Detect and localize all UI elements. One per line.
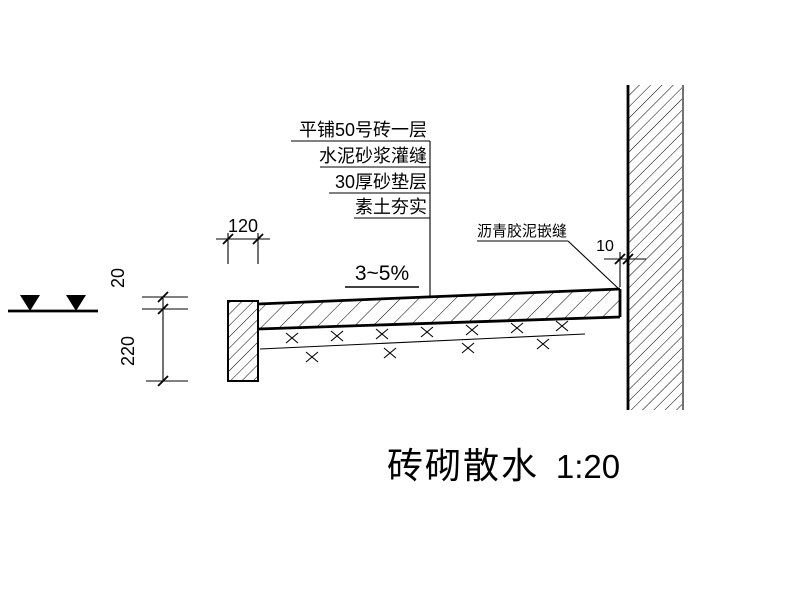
drawing-title-block: 砖砌散水 1:20 (387, 445, 620, 486)
callout-brick-layer: 平铺50号砖一层 (299, 120, 427, 140)
layer-callouts: 平铺50号砖一层 水泥砂浆灌缝 30厚砂垫层 素土夯实 (291, 120, 431, 297)
wall-hatch (629, 85, 682, 410)
apron-bottom-line (257, 315, 621, 331)
apron-top-line (257, 287, 621, 306)
callout-mortar-joint: 水泥砂浆灌缝 (319, 146, 427, 166)
callout-compacted-soil: 素土夯实 (355, 197, 427, 217)
dim-value-10: 10 (596, 238, 614, 255)
dim-tick (157, 375, 169, 387)
dim-tick (222, 233, 234, 245)
dimension-120: 120 (216, 216, 270, 264)
wall-section (626, 85, 684, 410)
apron-slab (257, 287, 622, 331)
dimension-10: 10 (596, 238, 646, 287)
slope-value: 3~5% (355, 262, 409, 285)
dim-tick (622, 253, 634, 265)
brick-edge-rect (227, 300, 259, 382)
subgrade (259, 320, 586, 363)
slope-label: 3~5% (345, 262, 419, 288)
ground-level-symbol (8, 295, 98, 313)
dim-tick (252, 233, 264, 245)
dim-value-220: 220 (118, 336, 138, 366)
brick-edge-block (227, 300, 259, 382)
dimension-left-vertical: 20 220 (108, 268, 188, 387)
sand-cushion-line (259, 333, 586, 350)
dim-tick (614, 253, 626, 265)
compaction-marks (285, 320, 569, 363)
asphalt-joint-callout: 沥青胶泥嵌缝 (477, 223, 621, 291)
ground-triangle-icon (20, 295, 40, 311)
drawing-scale: 1:20 (556, 448, 620, 485)
callout-leader-diagonal (567, 240, 621, 291)
callout-asphalt-joint: 沥青胶泥嵌缝 (477, 223, 567, 240)
ground-triangle-icon (66, 295, 86, 311)
drawing-title: 砖砌散水 (387, 445, 539, 486)
dim-tick (157, 303, 169, 315)
dim-value-20: 20 (108, 268, 128, 288)
dim-value-120: 120 (228, 216, 258, 236)
callout-sand-cushion: 30厚砂垫层 (335, 172, 427, 192)
dim-tick (157, 291, 169, 303)
